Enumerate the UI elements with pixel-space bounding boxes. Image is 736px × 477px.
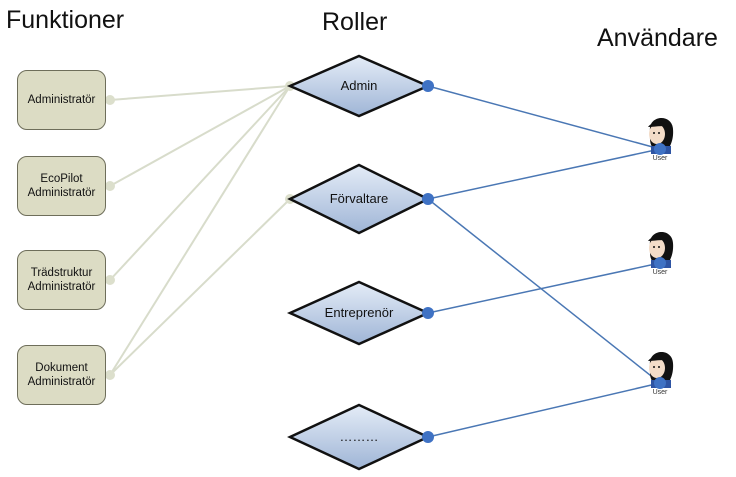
role-link xyxy=(427,148,661,200)
role-label: Entreprenör xyxy=(325,305,394,320)
role-link xyxy=(427,382,661,438)
role-label: Admin xyxy=(341,78,378,93)
role-link xyxy=(427,85,661,150)
role-links xyxy=(427,85,661,438)
function-ecopilot-administrator[interactable]: EcoPilot Administratör xyxy=(17,156,106,216)
function-label: Dokument Administratör xyxy=(27,362,96,388)
user-label: User xyxy=(653,155,668,162)
role-out-port xyxy=(422,307,434,319)
function-label: Administratör xyxy=(27,94,96,106)
function-link xyxy=(109,85,291,376)
user-3[interactable]: User xyxy=(648,351,674,396)
role-link xyxy=(427,198,661,384)
role-out-port xyxy=(422,431,434,443)
roles-header: Roller xyxy=(322,8,388,36)
function-ports xyxy=(105,95,115,380)
functions-header: Funktioner xyxy=(6,6,125,34)
role-out-ports xyxy=(422,80,434,443)
user-label: User xyxy=(653,269,668,276)
role-label: ……… xyxy=(340,429,379,444)
function-administrator[interactable]: Administratör xyxy=(17,70,106,130)
function-label: EcoPilot Administratör xyxy=(27,173,96,199)
function-label: Trädstruktur Administratör xyxy=(27,267,96,293)
role-admin[interactable]: Admin xyxy=(286,54,432,118)
function-tradstruktur-administrator[interactable]: Trädstruktur Administratör xyxy=(17,250,106,310)
user-2[interactable]: User xyxy=(648,231,674,276)
function-port xyxy=(105,95,115,105)
function-link xyxy=(109,85,291,281)
role-out-port xyxy=(422,80,434,92)
user-icon xyxy=(648,351,674,388)
role-forvaltare[interactable]: Förvaltare xyxy=(287,163,431,235)
role-entreprenor[interactable]: Entreprenör xyxy=(286,280,432,346)
role-link xyxy=(427,262,661,314)
role-placeholder[interactable]: ……… xyxy=(287,403,431,471)
users-header: Användare xyxy=(597,24,718,52)
function-link xyxy=(109,85,291,187)
role-label: Förvaltare xyxy=(330,191,389,206)
role-out-port xyxy=(422,193,434,205)
function-port xyxy=(105,370,115,380)
function-link xyxy=(109,198,291,376)
user-label: User xyxy=(653,389,668,396)
function-port xyxy=(105,181,115,191)
function-links xyxy=(109,85,291,376)
function-link xyxy=(109,85,291,101)
user-1[interactable]: User xyxy=(648,117,674,162)
function-dokument-administrator[interactable]: Dokument Administratör xyxy=(17,345,106,405)
function-port xyxy=(105,275,115,285)
role-in-ports xyxy=(285,81,295,204)
